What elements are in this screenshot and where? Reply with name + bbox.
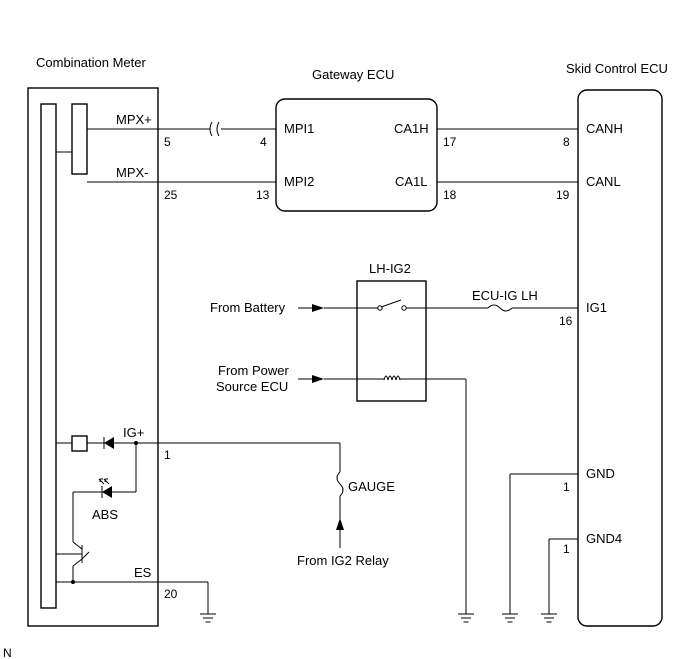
gateway-ecu-title: Gateway ECU [312,67,394,82]
signal-canl: CANL [586,174,621,189]
signal-mpi1: MPI1 [284,121,314,136]
ground-icon-skid-gnd4 [540,613,558,623]
fuse-ecu-ig-lh-icon [487,304,513,312]
signal-ig-plus: IG+ [123,425,144,440]
fuse-gauge-icon [336,471,344,497]
ground-icon-relay [457,613,475,623]
transistor-collector [72,541,83,550]
pin-meter-ig-plus: 1 [164,448,171,462]
power-arrow-icon [312,375,324,383]
skid-control-ecu-box [577,89,663,627]
pin-gw-ca1l: 18 [443,188,457,202]
abs-led-icon [102,486,112,498]
junction-es [71,580,75,584]
signal-ca1l: CA1L [395,174,428,189]
signal-es: ES [134,565,152,580]
signal-ca1h: CA1H [394,121,429,136]
battery-arrow-icon [312,304,324,312]
relay-switch-blade-icon [380,299,402,308]
relay-switch-contact-left [377,305,383,311]
meter-ig-element [71,435,88,452]
pin-skid-ig1: 16 [559,314,573,328]
ground-icon-meter [199,613,217,623]
pin-skid-gnd4: 1 [563,542,570,556]
ig2-arrow-icon [336,518,344,530]
signal-ig1: IG1 [586,300,607,315]
relay-title: LH-IG2 [369,261,411,276]
signal-mpx-minus: MPX- [116,165,149,180]
corner-mark: N [3,646,12,659]
lh-ig2-relay-box [356,280,427,402]
abs-led-light-icon [98,478,110,485]
pin-gw-ca1h: 17 [443,135,457,149]
wire-break-icon [209,121,220,137]
signal-abs: ABS [92,507,118,522]
fuse-ecu-ig-lh-label: ECU-IG LH [472,288,538,303]
pin-gw-mpi2: 13 [256,188,270,202]
pin-skid-canh: 8 [563,135,570,149]
pin-meter-mpx-minus: 25 [164,188,178,202]
source-power-line1: From Power [218,363,289,378]
signal-gnd4: GND4 [586,531,622,546]
diode-ig-icon [104,437,114,449]
signal-gnd: GND [586,466,615,481]
combination-meter-title: Combination Meter [36,55,146,70]
ground-icon-skid-gnd [501,613,519,623]
relay-coil-icon [383,375,401,381]
pin-skid-canl: 19 [556,188,570,202]
signal-mpi2: MPI2 [284,174,314,189]
source-power-line2: Source ECU [216,379,288,394]
skid-control-ecu-title: Skid Control ECU [566,61,668,76]
pin-meter-mpx-plus: 5 [164,135,171,149]
transistor-emitter [81,551,90,560]
signal-canh: CANH [586,121,623,136]
gateway-ecu-box [275,98,438,212]
signal-mpx-plus: MPX+ [116,112,152,127]
pin-meter-es: 20 [164,587,178,601]
source-ig2-relay: From IG2 Relay [297,553,389,568]
meter-inner-bar [40,103,57,609]
transistor-emitter-out [72,558,83,567]
meter-display-block [71,103,88,175]
pin-skid-gnd: 1 [563,480,570,494]
fuse-gauge-label: GAUGE [348,479,395,494]
pin-gw-mpi1: 4 [260,135,267,149]
source-battery: From Battery [210,300,286,315]
